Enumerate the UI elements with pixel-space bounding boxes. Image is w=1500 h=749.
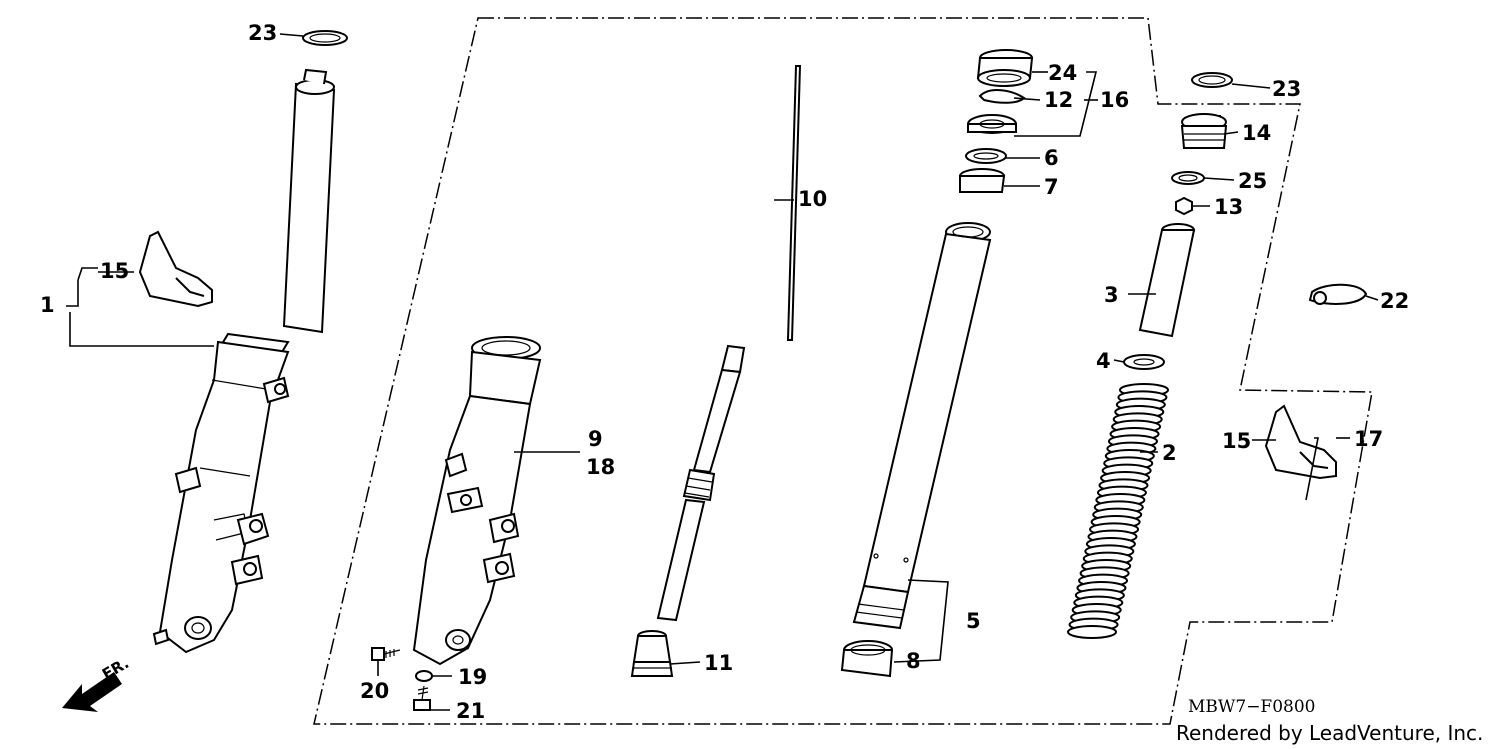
bolt-21: [413, 685, 431, 711]
callout-22: 22: [1380, 289, 1409, 313]
callout-21: 21: [456, 699, 485, 723]
callout-8: 8: [906, 649, 921, 673]
callout-7: 7: [1044, 175, 1059, 199]
fork-bolt-14: [1180, 113, 1228, 149]
damper-rod: [656, 65, 802, 622]
callout-25: 25: [1238, 169, 1267, 193]
oil-lock-piece-11: [630, 630, 674, 677]
callout-17: 17: [1354, 427, 1383, 451]
circlip-top-left: [302, 30, 348, 46]
callout-14: 14: [1242, 121, 1271, 145]
fork-guard-left: [138, 230, 213, 308]
callout-12: 12: [1044, 88, 1073, 112]
callout-labels: 23 15 1 9 18 10 24 12 16 6 7 23 14 25 13…: [40, 21, 1409, 723]
callout-15: 15: [100, 259, 129, 283]
callout-13: 13: [1214, 195, 1243, 219]
bolt-20: [371, 647, 401, 661]
fork-guard-right: [1264, 404, 1337, 480]
drawing-code: MBW7−F0800: [1188, 697, 1316, 717]
spring-seat-4: [1123, 354, 1165, 370]
render-credit: Rendered by LeadVenture, Inc.: [1176, 721, 1483, 745]
circlip-22: [1308, 283, 1368, 305]
fork-assembly-left: [152, 68, 336, 654]
callout-23: 23: [1272, 77, 1301, 101]
callout-3: 3: [1104, 283, 1119, 307]
leader-lines: [66, 33, 1379, 711]
callout-6: 6: [1044, 146, 1059, 170]
slide-bushing-8: [840, 640, 894, 678]
callout-16: 16: [1100, 88, 1129, 112]
inner-tube: [852, 222, 992, 630]
callout-24: 24: [1048, 61, 1077, 85]
guide-bushing-7: [959, 168, 1006, 193]
callout-1: 1: [40, 293, 55, 317]
fork-spring-2: [1067, 383, 1169, 639]
callout-23: 23: [248, 21, 277, 45]
seal-washer-6: [965, 148, 1007, 164]
outer-slider: [412, 336, 542, 666]
front-direction-arrow: FR.: [62, 654, 132, 712]
callout-9: 9: [588, 427, 603, 451]
callout-19: 19: [458, 665, 487, 689]
callout-18: 18: [586, 455, 615, 479]
circlip-top-right: [1191, 72, 1233, 88]
spring-coil: [1067, 625, 1117, 639]
callout-5: 5: [966, 609, 981, 633]
callout-4: 4: [1096, 349, 1111, 373]
callout-10: 10: [798, 187, 827, 211]
washer-19: [415, 670, 433, 682]
callout-11: 11: [704, 651, 733, 675]
callout-2: 2: [1162, 441, 1177, 465]
o-ring-25: [1171, 171, 1205, 185]
stopper-ring-12: [978, 89, 1026, 104]
callout-15: 15: [1222, 429, 1251, 453]
dust-seal-24: [976, 49, 1034, 87]
callout-20: 20: [360, 679, 389, 703]
nut-13: [1175, 196, 1193, 216]
assembly-boundary: [313, 17, 1373, 725]
oil-seal: [967, 114, 1017, 134]
spacer-3: [1138, 223, 1196, 338]
